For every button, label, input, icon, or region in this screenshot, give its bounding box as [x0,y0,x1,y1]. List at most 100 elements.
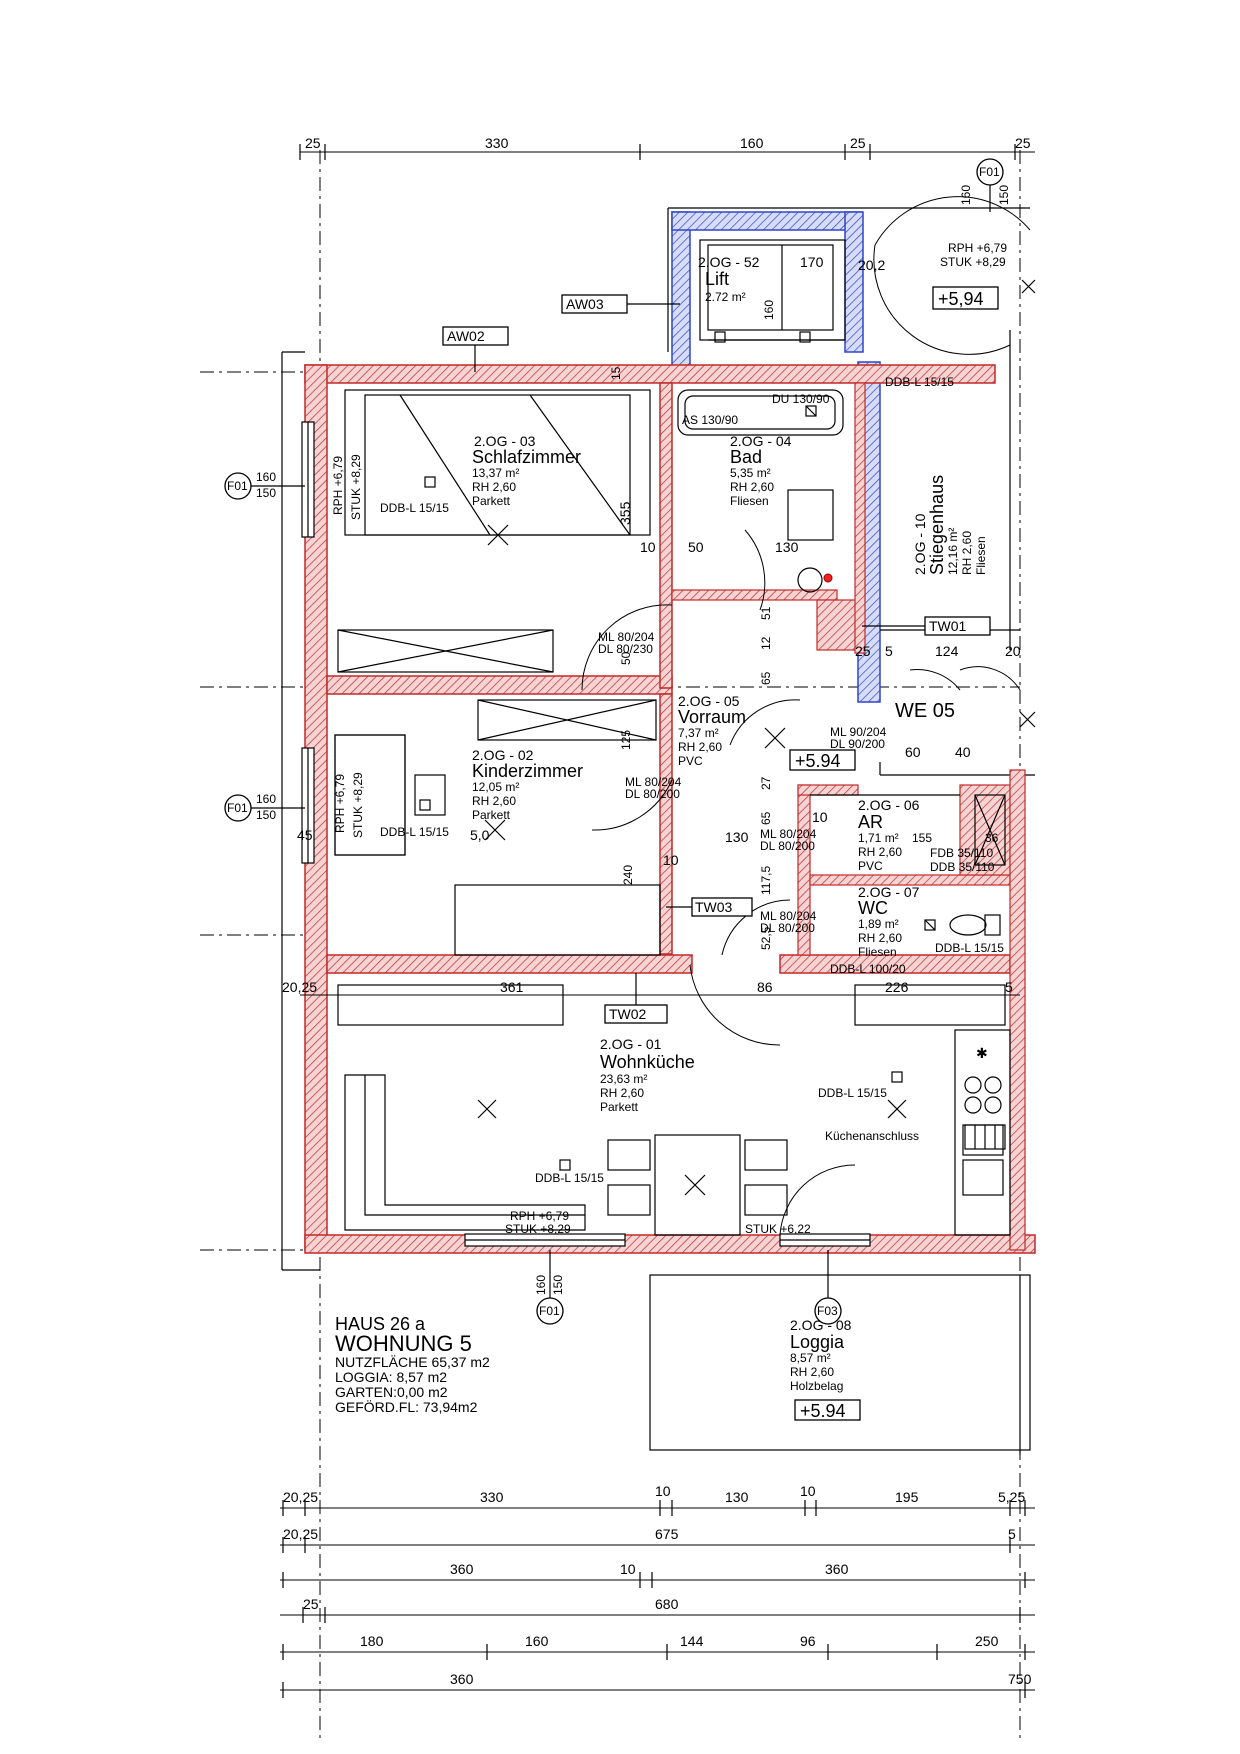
dim-50b: 50 [619,651,633,665]
bd-r5-3: 96 [800,1633,816,1649]
room-stiege-code: 2.OG - 10 [912,513,928,575]
room-wc-floor: Fliesen [858,945,897,959]
dim-27: 27 [759,776,773,790]
level-loggia-text: +5.94 [800,1401,846,1421]
dim-12: 12 [759,636,773,650]
dim-240: 240 [621,865,635,885]
level-stair-text: +5,94 [938,289,984,309]
anno-dl5: DL 80/200 [760,921,815,935]
dim-5b: 5 [1005,979,1013,995]
room-ar-name: AR [858,812,883,832]
dim-65b: 65 [759,811,773,825]
bd-r1-0: 20,25 [283,1489,318,1505]
room-wohn-name: Wohnküche [600,1052,695,1072]
anno-stuk-left: STUK +8,29 [349,454,363,520]
room-schlafzimmer: 2.OG - 03 Schlafzimmer 13,37 m² RH 2,60 … [472,433,581,508]
bd-r2-0: 20,25 [283,1526,318,1542]
anno-dl1: DL 80/230 [598,642,653,656]
bd-r2-2: 5 [1008,1526,1016,1542]
dim-355: 355 [617,501,633,525]
room-wohnkueche: 2.OG - 01 Wohnküche 23,63 m² RH 2,60 Par… [600,1036,695,1114]
furniture: ✱ [334,389,1031,1455]
dim-50: 50 [688,539,704,555]
top-dim-4: 25 [1015,135,1031,151]
anno-ddb-ar: DDB 35/110 [930,860,995,874]
dim-10a: 10 [640,539,656,555]
anno-ddb-wc: DDB-L 15/15 [935,941,1004,955]
top-dimension-line: 25 330 160 25 25 [299,135,1035,160]
anno-rph-top: RPH +6,79 [948,241,1007,255]
house-garten: GARTEN:0,00 m2 [335,1384,448,1400]
f01-upper-text: F01 [227,479,248,493]
tag-tw02-text: TW02 [609,1006,647,1022]
tag-tw03-text: TW03 [695,899,733,915]
room-lift: 2.OG - 52 Lift 2.72 m² [698,254,760,304]
room-wc-code: 2.OG - 07 [858,884,920,900]
dim-20-2: 20,2 [858,257,885,273]
bd-r1-5: 195 [895,1489,919,1505]
anno-ddb-kinder: DDB-L 15/15 [380,825,449,839]
inner-dimensions: 170 20,2 160 15 355 10 50 130 12 51 25 5… [282,254,1021,996]
dim-25: 25 [855,643,871,659]
level-mark-hall: +5.94 [789,749,856,771]
f01-top-h: 150 [997,185,1011,205]
level-hall-text: +5.94 [795,751,841,771]
f01-upper-w: 160 [256,470,276,484]
bd-r5-1: 160 [525,1633,549,1649]
level-mark-loggia: +5.94 [794,1399,861,1421]
dim-160: 160 [762,300,776,320]
anno-kueche: Küchenanschluss [825,1129,919,1143]
f01-top-w: 160 [959,185,973,205]
bd-r3-1: 10 [620,1561,636,1577]
house-loggia: LOGGIA: 8,57 m2 [335,1369,447,1385]
room-schlaf-floor: Parkett [472,494,511,508]
room-bad: 2.OG - 04 Bad 5,35 m² RH 2,60 Fliesen [730,433,792,508]
bd-r1-3: 130 [725,1489,749,1505]
dim-361: 361 [500,979,524,995]
room-loggia-floor: Holzbelag [790,1379,843,1393]
tag-aw02: AW02 [442,326,509,372]
tag-aw02-text: AW02 [447,328,485,344]
bd-r2-1: 675 [655,1526,679,1542]
room-bad-rh: RH 2,60 [730,480,774,494]
f01-bottom-h: 150 [551,1275,565,1295]
dim-52: 52,5 [759,926,773,950]
bd-r1-4: 10 [800,1483,816,1499]
room-bad-area: 5,35 m² [730,466,771,480]
f01-upper-h: 150 [256,486,276,500]
bd-r5-4: 250 [975,1633,999,1649]
dim-170: 170 [800,254,824,270]
f01-bottom-text: F01 [539,1304,560,1318]
bd-r6-1: 750 [1008,1671,1032,1687]
bd-r5-2: 144 [680,1633,704,1649]
house-haus: HAUS 26 a [335,1314,426,1334]
room-vorraum: 2.OG - 05 Vorraum 7,37 m² RH 2,60 PVC [678,693,746,768]
anno-ml2: ML 80/204 [625,775,682,789]
bottom-dimensions: 20,25 330 10 130 10 195 5,25 20,25 675 5… [280,1483,1035,1698]
room-wc-name: WC [858,898,888,918]
anno-ddb-schlaf: DDB-L 15/15 [380,501,449,515]
dim-45: 45 [297,827,313,843]
room-kinder-rh: RH 2,60 [472,794,516,808]
plot-boundary [281,207,1030,1271]
tag-tw01-text: TW01 [929,618,967,634]
anno-ml3: ML 90/204 [830,725,887,739]
dim-130: 130 [775,539,799,555]
room-kinder-area: 12,05 m² [472,780,519,794]
room-wohn-area: 23,63 m² [600,1072,647,1086]
unit-label: WE 05 [895,700,955,722]
room-wc: 2.OG - 07 WC 1,89 m² RH 2,60 Fliesen [858,884,920,959]
tag-tw02: TW02 [604,973,668,1024]
window-bottom [464,1233,871,1247]
room-lift-code: 2.OG - 52 [698,254,760,270]
dim-5-0: 5,0 [470,827,490,843]
apartment-walls [304,364,1036,1254]
room-schlaf-area: 13,37 m² [472,466,519,480]
dim-5: 5 [885,643,893,659]
anno-stuk-bottom: STUK +8,29 [505,1222,571,1236]
anno-dl2: DL 80/200 [625,787,680,801]
top-dim-3: 25 [850,135,866,151]
room-kinder-name: Kinderzimmer [472,761,583,781]
anno-stuk-622: STUK +6,22 [745,1222,811,1236]
tag-aw03-text: AW03 [566,296,604,312]
